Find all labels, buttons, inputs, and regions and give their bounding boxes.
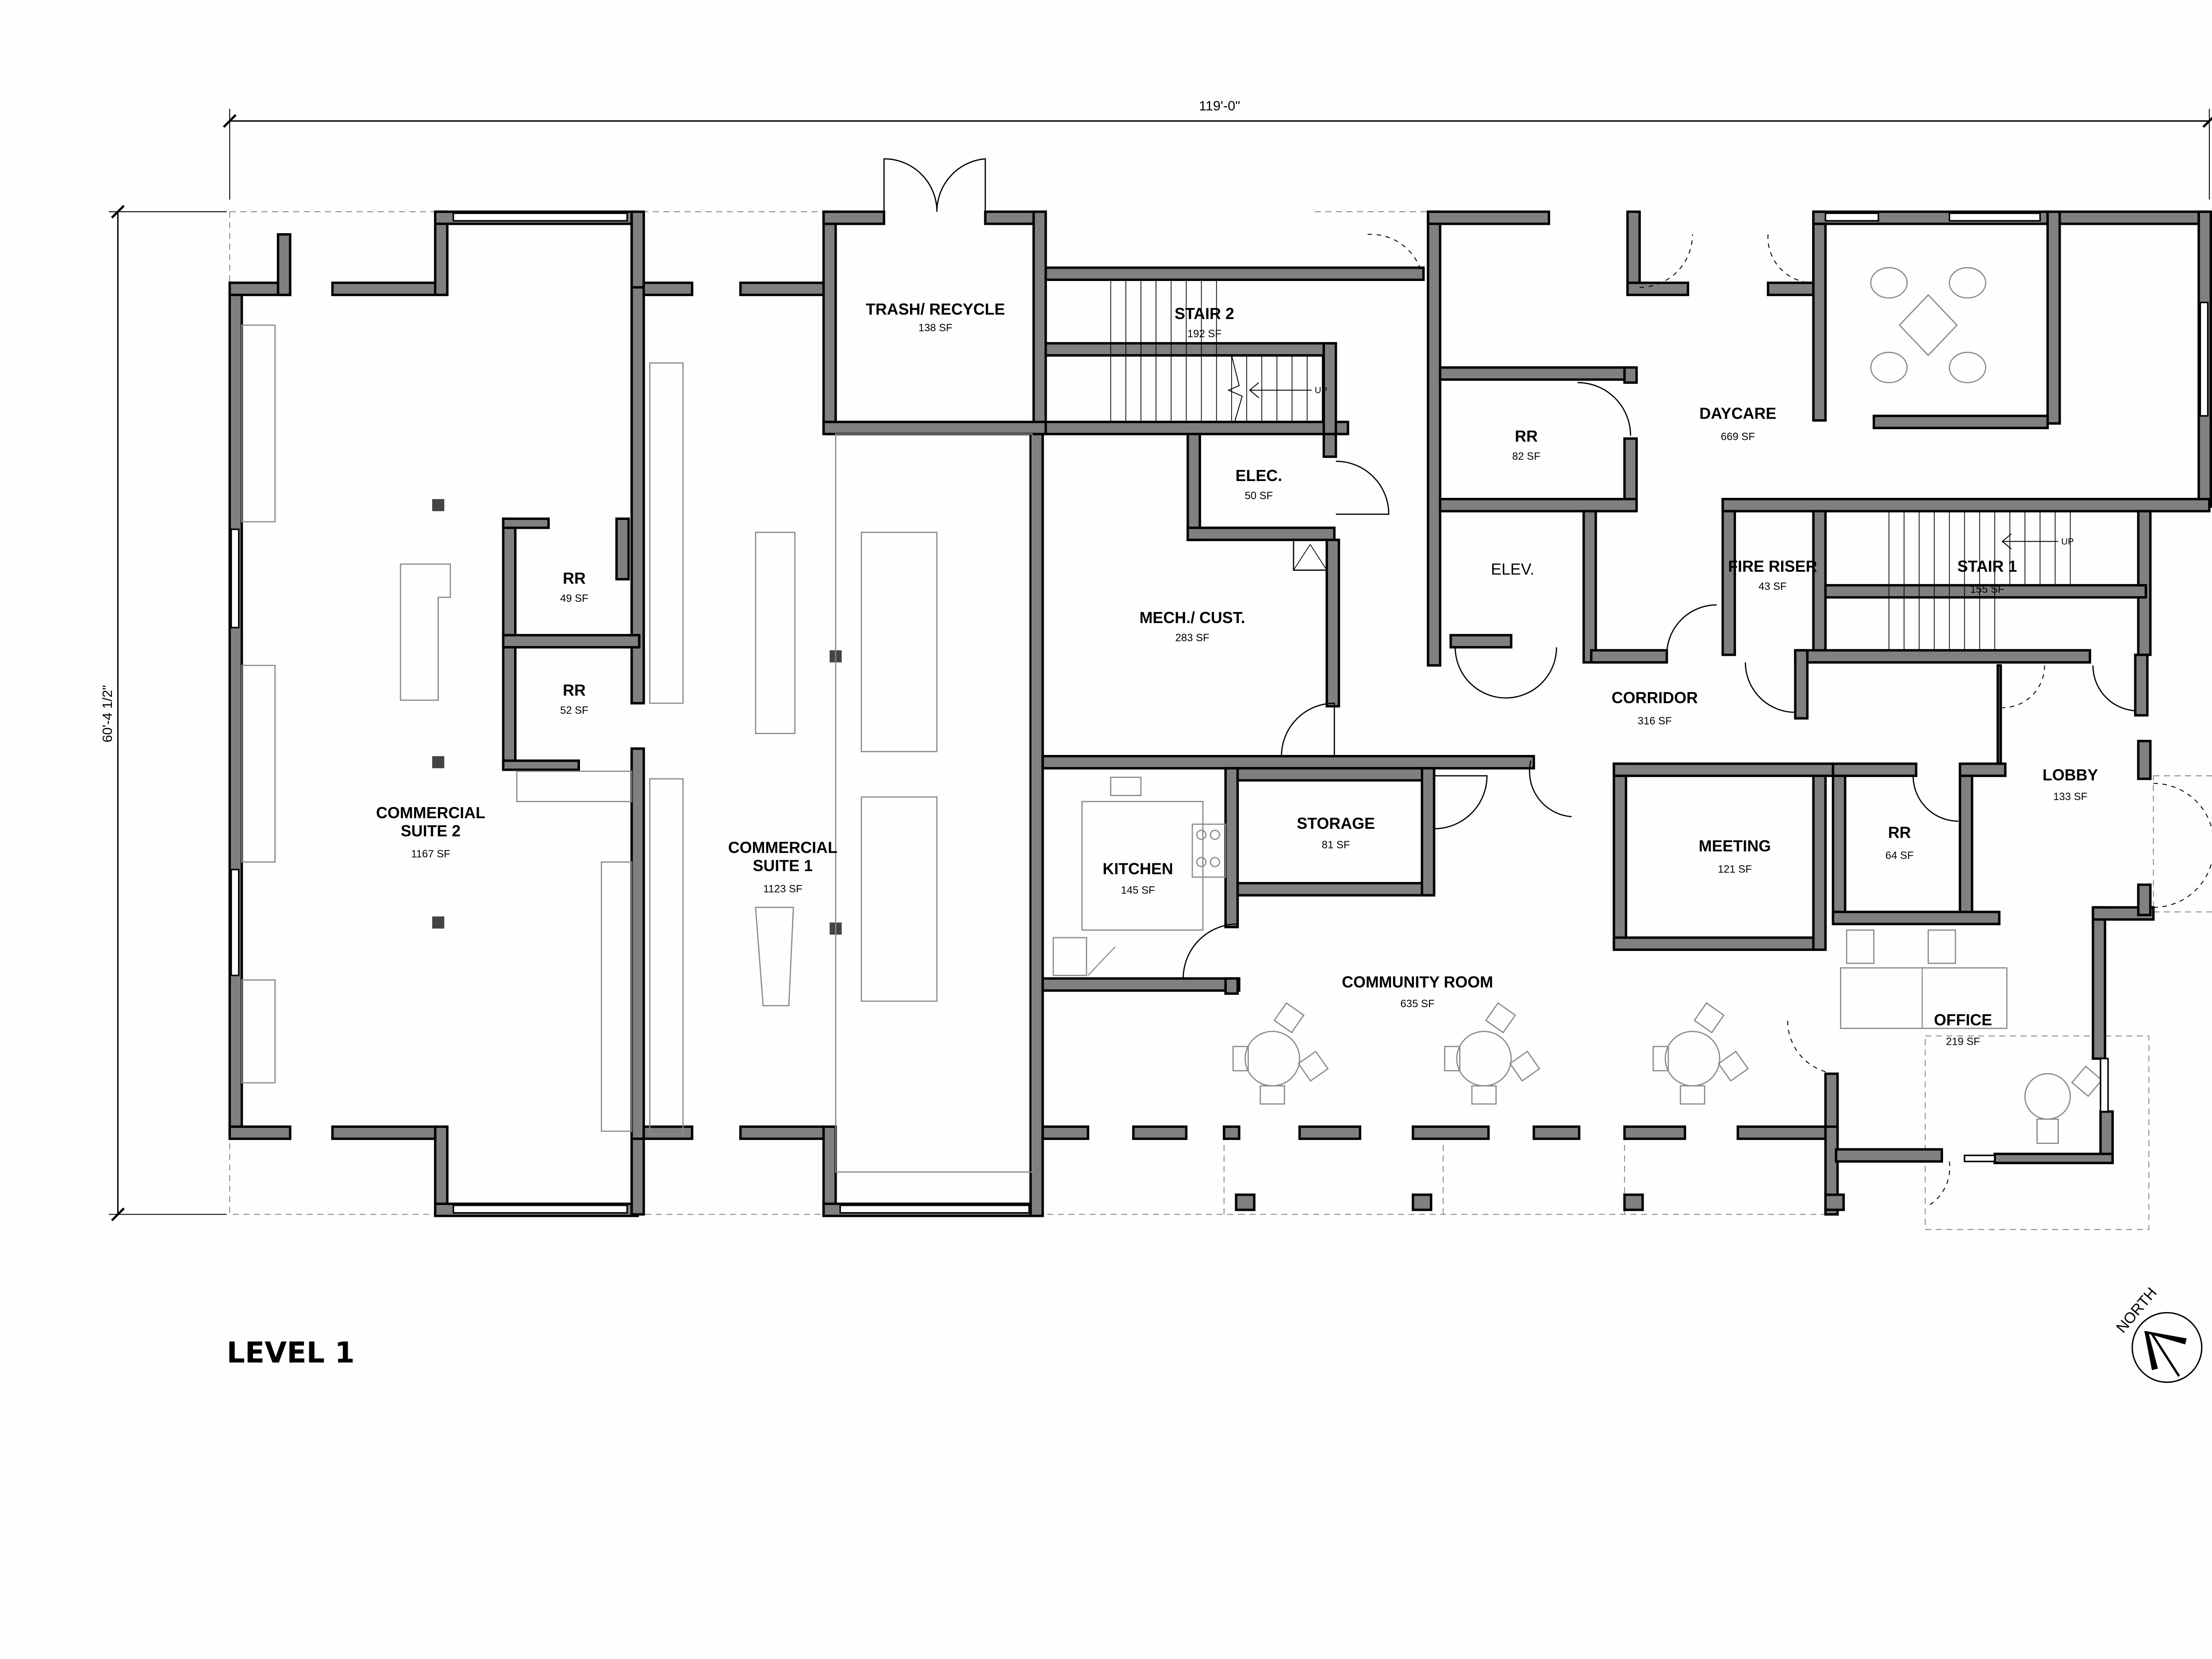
stair-1-up-label: UP: [2061, 536, 2074, 547]
svg-text:43 SF: 43 SF: [1759, 581, 1787, 593]
walls-east-wing: [1528, 654, 2212, 1208]
svg-text:1123 SF: 1123 SF: [763, 883, 803, 895]
svg-text:1167 SF: 1167 SF: [411, 848, 450, 860]
room-label-rr-49: RR 49 SF: [560, 570, 588, 604]
walls-elec-mech: [1041, 433, 1535, 770]
north-arrow-icon: NORTH: [2113, 1284, 2203, 1383]
svg-text:635 SF: 635 SF: [1401, 998, 1435, 1010]
svg-text:STAIR 2: STAIR 2: [1175, 305, 1234, 323]
svg-text:RR: RR: [1888, 824, 1911, 841]
svg-text:121 SF: 121 SF: [1718, 863, 1752, 875]
svg-text:DAYCARE: DAYCARE: [1699, 405, 1776, 423]
svg-text:CORRIDOR: CORRIDOR: [1612, 689, 1698, 707]
svg-text:LOBBY: LOBBY: [2043, 766, 2098, 784]
room-label-fire-riser: FIRE RISER 43 SF: [1728, 558, 1817, 593]
svg-text:ELEC.: ELEC.: [1236, 467, 1283, 485]
dimension-depth: 60'-4 1/2": [100, 204, 227, 1221]
svg-text:138 SF: 138 SF: [918, 322, 952, 334]
room-label-corridor: CORRIDOR 316 SF: [1612, 689, 1698, 727]
svg-text:283 SF: 283 SF: [1175, 632, 1210, 644]
svg-text:49 SF: 49 SF: [560, 593, 588, 604]
daycare-table: [1870, 267, 1986, 383]
walls-kitchen-storage: [1041, 767, 1488, 995]
room-label-rr-64: RR 64 SF: [1886, 824, 1914, 862]
room-label-rr-82: RR 82 SF: [1512, 427, 1540, 462]
room-label-rr-52: RR 52 SF: [560, 681, 588, 716]
svg-text:81 SF: 81 SF: [1322, 839, 1350, 851]
svg-text:RR: RR: [563, 681, 586, 699]
room-label-elev: ELEV.: [1491, 561, 1534, 578]
svg-text:COMMERCIAL: COMMERCIAL: [376, 804, 485, 822]
north-label: NORTH: [2113, 1284, 2160, 1336]
svg-text:133 SF: 133 SF: [2053, 791, 2087, 803]
room-label-stair-2: STAIR 2 192 SF: [1175, 305, 1234, 340]
svg-text:MECH./ CUST.: MECH./ CUST.: [1140, 609, 1245, 627]
overall-width-label: 119'-0": [1199, 98, 1240, 113]
svg-text:OFFICE: OFFICE: [1934, 1011, 1992, 1029]
svg-text:82 SF: 82 SF: [1512, 450, 1540, 462]
svg-text:STAIR 1: STAIR 1: [1957, 558, 2017, 575]
svg-text:192 SF: 192 SF: [1187, 328, 1221, 340]
windows: [230, 212, 2209, 1214]
svg-text:COMMUNITY ROOM: COMMUNITY ROOM: [1342, 974, 1493, 991]
stair-2-up-label: UP: [1315, 385, 1327, 396]
svg-text:145 SF: 145 SF: [1121, 885, 1155, 897]
stair-2: UP: [1045, 266, 1425, 435]
room-label-commercial-suite-1: COMMERCIAL SUITE 1 1123 SF: [728, 839, 837, 895]
svg-text:155 SF: 155 SF: [1970, 584, 2004, 596]
room-label-elec: ELEC. 50 SF: [1236, 467, 1283, 502]
walls-daycare: [1367, 210, 2212, 720]
level-title: LEVEL 1: [227, 1336, 354, 1370]
svg-text:669 SF: 669 SF: [1721, 431, 1755, 443]
walls-restrooms-suite-2: [502, 517, 641, 771]
room-label-storage: STORAGE 81 SF: [1297, 815, 1375, 851]
room-label-kitchen: KITCHEN 145 SF: [1102, 860, 1173, 896]
suite-fixtures: [241, 324, 1033, 1173]
room-label-community-room: COMMUNITY ROOM 635 SF: [1342, 974, 1493, 1010]
room-label-daycare: DAYCARE 669 SF: [1699, 405, 1776, 443]
svg-text:STORAGE: STORAGE: [1297, 815, 1375, 832]
svg-text:FIRE RISER: FIRE RISER: [1728, 558, 1817, 575]
stair-1: UP: [1824, 511, 2147, 651]
svg-text:KITCHEN: KITCHEN: [1102, 860, 1173, 878]
svg-text:ELEV.: ELEV.: [1491, 561, 1534, 578]
svg-text:MEETING: MEETING: [1699, 837, 1771, 855]
walls-community-room: [1041, 1072, 1943, 1216]
svg-text:50 SF: 50 SF: [1244, 490, 1273, 502]
svg-text:TRASH/ RECYCLE: TRASH/ RECYCLE: [866, 300, 1005, 318]
svg-text:219 SF: 219 SF: [1946, 1035, 1980, 1047]
room-label-trash-recycle: TRASH/ RECYCLE 138 SF: [866, 300, 1005, 334]
svg-text:RR: RR: [1515, 427, 1538, 445]
room-label-office: OFFICE 219 SF: [1934, 1011, 1992, 1047]
svg-text:COMMERCIAL: COMMERCIAL: [728, 839, 837, 856]
room-label-lobby: LOBBY 133 SF: [2043, 766, 2098, 802]
dimension-width: 119'-0": [223, 98, 2212, 200]
room-label-stair-1: STAIR 1 155 SF: [1957, 558, 2017, 596]
svg-text:316 SF: 316 SF: [1638, 715, 1672, 727]
svg-text:SUITE 1: SUITE 1: [753, 857, 813, 874]
community-tables: [1232, 1002, 1749, 1105]
svg-text:52 SF: 52 SF: [560, 704, 588, 716]
room-label-meeting: MEETING 121 SF: [1699, 837, 1771, 875]
overall-depth-label: 60'-4 1/2": [100, 685, 115, 743]
room-label-mech-cust: MECH./ CUST. 283 SF: [1140, 609, 1245, 644]
svg-text:SUITE 2: SUITE 2: [401, 822, 461, 840]
room-label-commercial-suite-2: COMMERCIAL SUITE 2 1167 SF: [376, 804, 485, 860]
svg-text:64 SF: 64 SF: [1886, 850, 1914, 862]
overhang-outline: [229, 211, 2212, 1230]
svg-text:RR: RR: [563, 570, 586, 587]
walls-trash-recycle: [822, 158, 1047, 435]
